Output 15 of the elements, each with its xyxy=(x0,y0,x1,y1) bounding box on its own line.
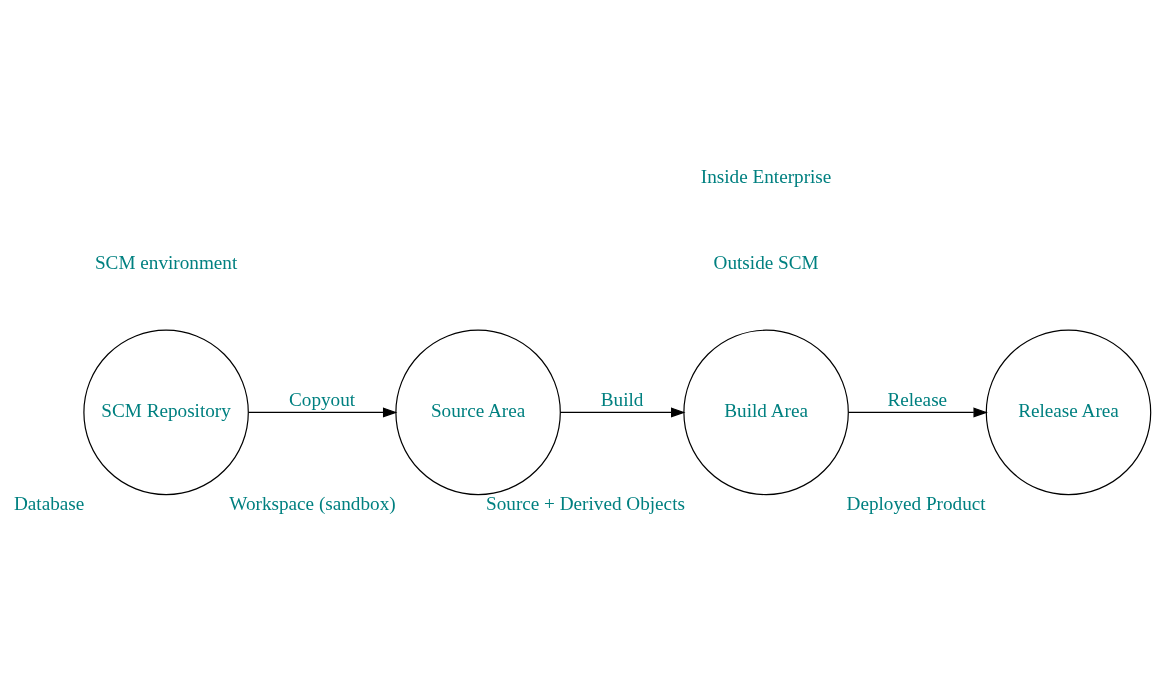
arrow xyxy=(847,407,988,418)
node-label: Database xyxy=(13,492,85,514)
label: SCM environment xyxy=(94,252,238,274)
node-circle: Source Area xyxy=(395,329,561,496)
node-circle: SCM Repository xyxy=(83,329,249,496)
label: Outside SCM xyxy=(713,252,819,274)
edge-label: Release xyxy=(887,389,948,411)
node-circle: Release Area xyxy=(985,329,1152,496)
label: Inside Enterprise xyxy=(700,165,832,187)
node-circle: Build Area xyxy=(683,329,849,496)
node-label: Deployed Product xyxy=(846,492,986,514)
arrow xyxy=(248,407,398,418)
edge-label: Copyout xyxy=(289,389,356,411)
arrow xyxy=(559,407,686,418)
edge-label: Build xyxy=(600,389,644,411)
